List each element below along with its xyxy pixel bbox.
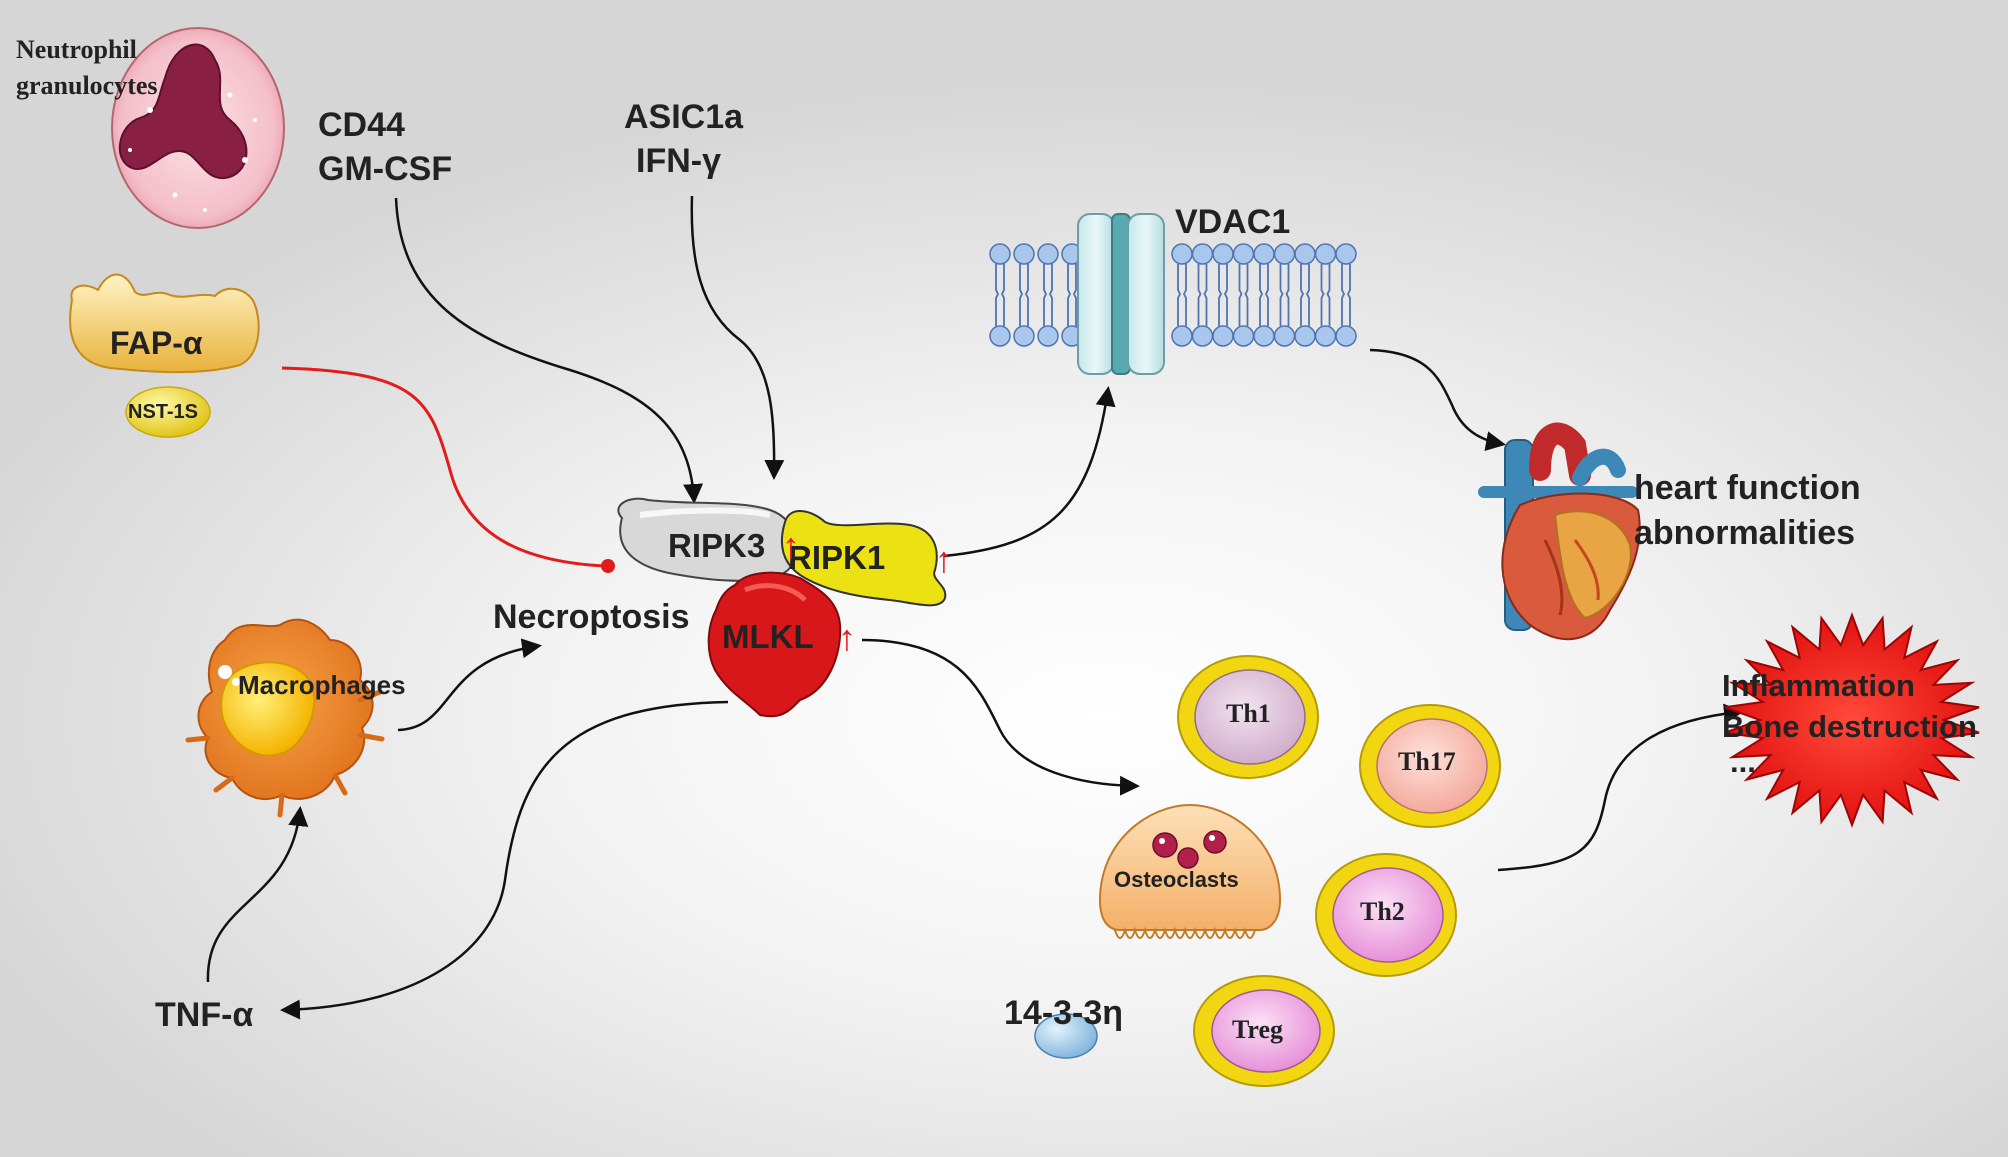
arrow-mlkl-to-tnf (280, 700, 729, 1020)
inflammation-label-line2: Bone destruction (1722, 709, 1977, 744)
mlkl-label: MLKL (722, 618, 814, 655)
heart-icon (1478, 422, 1641, 641)
protein-14-3-3-eta (1034, 1013, 1098, 1059)
treg-cell (1193, 975, 1335, 1087)
inflammation-label-line3: ... (1730, 744, 1756, 779)
heart-label-line1: heart function (1634, 469, 1861, 507)
macrophages-label: Macrophages (238, 670, 406, 700)
gmcsf-label: GM-CSF (318, 150, 452, 188)
heart-label-line2: abnormalities (1634, 514, 1855, 552)
neutrophil-label-line1: Neutrophil (16, 35, 137, 64)
th17-label: Th17 (1398, 747, 1456, 776)
arrow-macrophage-to-necroptosis (397, 638, 542, 732)
arrow-vdac1-to-heart (1369, 348, 1506, 451)
mlkl-up-arrow: ↑ (838, 617, 856, 658)
mlkl-protein (707, 571, 842, 718)
ripk1-up-arrow: ↑ (935, 539, 953, 580)
ripk1-label: RIPK1 (788, 539, 885, 576)
vdac1-membrane (989, 213, 1357, 375)
protein-14-3-3-label: 14-3-3η (1004, 994, 1123, 1032)
vdac1-label: VDAC1 (1175, 203, 1290, 241)
th17-cell (1359, 704, 1501, 828)
fap-alpha-protein (69, 273, 260, 374)
inflammation-starburst (1724, 612, 1980, 828)
ripk1-protein (780, 510, 947, 607)
nst-label: NST-1S (128, 401, 198, 423)
th2-cell (1315, 853, 1457, 977)
ripk3-up-arrow: ↑ (782, 525, 800, 566)
inflammation-label-line1: Inflammation (1722, 668, 1915, 703)
asic1a-label: ASIC1a (624, 98, 744, 136)
arrow-tnf-to-macrophage (206, 806, 309, 983)
arrow-asic1a-to-ripk1 (690, 195, 785, 480)
inhibition-end-dot (601, 559, 615, 573)
ifng-label: IFN-γ (636, 142, 721, 180)
tnf-label: TNF-α (155, 996, 253, 1034)
macrophage-cell (185, 618, 385, 818)
arrow-cd44-to-ripk3 (394, 197, 704, 504)
necroptosis-label: Necroptosis (493, 598, 690, 636)
th1-label: Th1 (1226, 699, 1271, 728)
treg-label: Treg (1232, 1015, 1283, 1044)
arrow-ripk1-to-vdac1 (943, 386, 1116, 558)
neutrophil-label-line2: granulocytes (16, 71, 158, 100)
cd44-label: CD44 (318, 106, 405, 144)
arrow-mlkl-to-tcells (861, 638, 1140, 796)
fap-label: FAP-α (110, 325, 203, 361)
ripk3-label: RIPK3 (668, 527, 765, 564)
osteoclasts-label: Osteoclasts (1114, 867, 1239, 892)
neutrophil-cell (111, 27, 285, 229)
th1-cell (1177, 655, 1319, 779)
inhibition-line (281, 366, 605, 568)
th2-label: Th2 (1360, 897, 1405, 926)
nst-1s-molecule (125, 386, 211, 438)
osteoclast-cell (1098, 803, 1282, 939)
arrow-tcells-to-inflammation (1497, 703, 1744, 872)
